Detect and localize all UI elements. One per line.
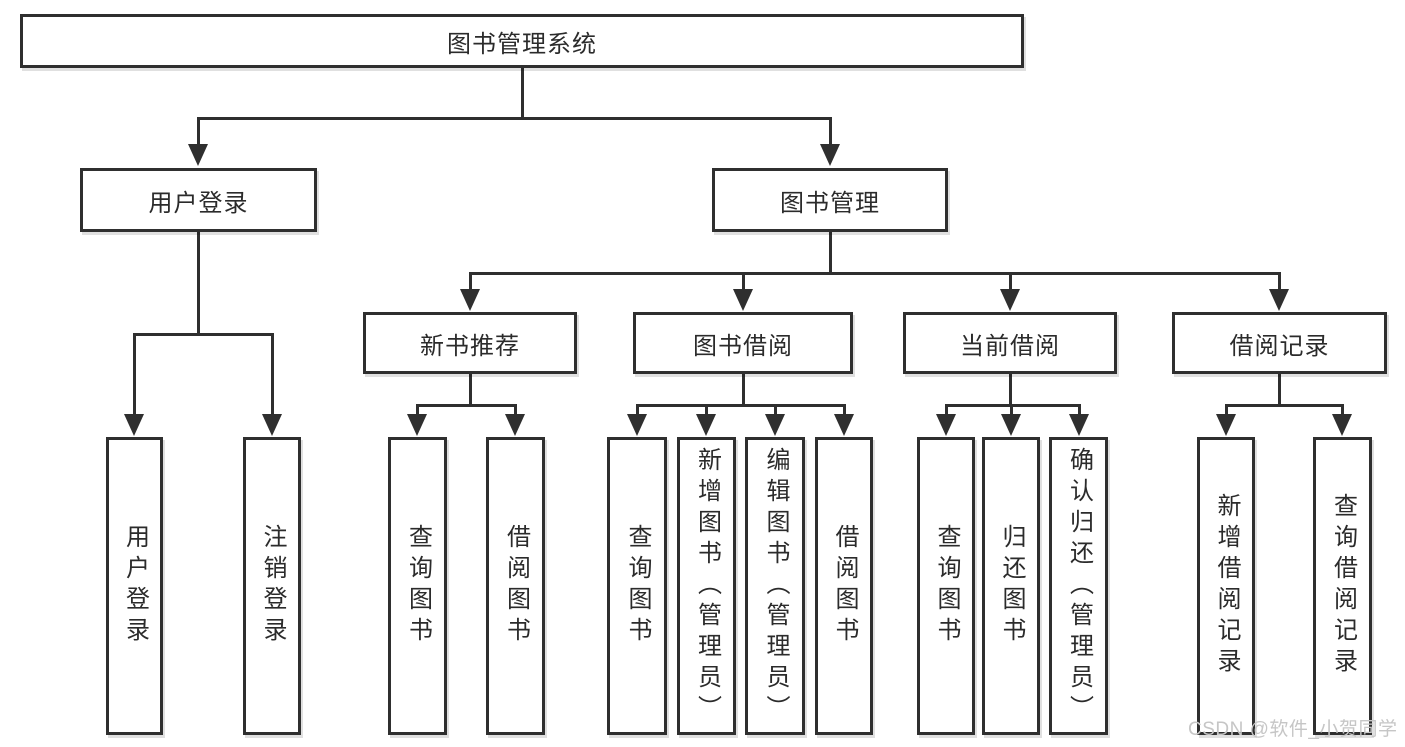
connector-drop-b1	[416, 404, 419, 420]
arrowhead-d3	[1069, 414, 1089, 436]
connector-drop-b2	[514, 404, 517, 420]
leaf-br-add-record-label: 新增借阅记录	[1213, 493, 1240, 679]
connector-drop-new-book	[469, 272, 472, 295]
node-new-book-rec-label: 新书推荐	[420, 332, 520, 360]
connector-drop-leaf-logout	[271, 333, 274, 420]
connector-drop-d1	[945, 404, 948, 420]
arrowhead-c4	[834, 414, 854, 436]
node-book-mgmt-label: 图书管理	[780, 189, 880, 217]
watermark-text: CSDN @软件_小贺同学	[1188, 719, 1398, 740]
connector-drop-user-login	[197, 117, 200, 150]
arrowhead-c1	[627, 414, 647, 436]
leaf-logout: 注销登录	[243, 437, 301, 735]
leaf-bb-borrow-books-label: 借阅图书	[831, 524, 858, 648]
connector-drop-d3	[1078, 404, 1081, 420]
leaf-rec-search-books: 查询图书	[388, 437, 447, 735]
leaf-br-search-record: 查询借阅记录	[1313, 437, 1372, 735]
leaf-cb-search-books-label: 查询图书	[933, 524, 960, 648]
leaf-bb-search-books: 查询图书	[607, 437, 667, 735]
node-new-book-rec: 新书推荐	[363, 312, 577, 374]
leaf-br-add-record: 新增借阅记录	[1197, 437, 1255, 735]
arrowhead-c2	[696, 414, 716, 436]
leaf-bb-add-books-admin-label: 新增图书（管理员）	[693, 446, 721, 726]
connector-borrow-records-rail	[1225, 404, 1344, 407]
connector-level2-rail	[197, 117, 831, 120]
connector-drop-book-mgmt	[829, 117, 832, 150]
arrowhead-e2	[1332, 414, 1352, 436]
connector-drop-c3	[774, 404, 777, 420]
connector-new-book-rail	[416, 404, 517, 407]
arrowhead-c3	[765, 414, 785, 436]
connector-user-login-rail	[133, 333, 273, 336]
connector-new-book-stub	[469, 374, 472, 407]
leaf-user-login: 用户登录	[106, 437, 163, 735]
leaf-cb-return-books: 归还图书	[982, 437, 1040, 735]
node-book-mgmt: 图书管理	[712, 168, 948, 232]
leaf-rec-borrow-books-label: 借阅图书	[502, 524, 530, 648]
arrowhead-b2	[505, 414, 525, 436]
node-book-borrow-label: 图书借阅	[693, 332, 793, 360]
connector-root-stub	[521, 68, 524, 118]
connector-drop-e2	[1341, 404, 1344, 420]
connector-borrow-records-stub	[1278, 374, 1281, 407]
connector-drop-c4	[843, 404, 846, 420]
connector-book-borrow-rail	[636, 404, 846, 407]
connector-book-borrow-stub	[742, 374, 745, 407]
leaf-rec-borrow-books: 借阅图书	[486, 437, 545, 735]
node-root-label: 图书管理系统	[447, 30, 597, 58]
node-borrow-records-label: 借阅记录	[1229, 332, 1330, 360]
leaf-bb-borrow-books: 借阅图书	[815, 437, 873, 735]
leaf-cb-confirm-return-admin: 确认归还（管理员）	[1049, 437, 1108, 735]
connector-drop-c1	[636, 404, 639, 420]
leaf-cb-confirm-return-admin-label: 确认归还（管理员）	[1065, 446, 1093, 726]
leaf-logout-label: 注销登录	[259, 524, 286, 648]
leaf-cb-return-books-label: 归还图书	[998, 524, 1025, 648]
node-borrow-records: 借阅记录	[1172, 312, 1387, 374]
node-current-borrow-label: 当前借阅	[960, 332, 1060, 360]
connector-book-mgmt-stub	[829, 232, 832, 274]
connector-level3-rail	[469, 272, 1281, 275]
arrowhead-e1	[1216, 414, 1236, 436]
connector-drop-current-borrow	[1009, 272, 1012, 295]
node-root: 图书管理系统	[20, 14, 1024, 68]
arrowhead-d1	[936, 414, 956, 436]
leaf-bb-add-books-admin: 新增图书（管理员）	[677, 437, 736, 735]
leaf-cb-search-books: 查询图书	[917, 437, 975, 735]
connector-user-login-stub	[197, 232, 200, 336]
arrowhead-book-borrow	[733, 289, 753, 311]
leaf-rec-search-books-label: 查询图书	[404, 524, 432, 648]
node-current-borrow: 当前借阅	[903, 312, 1117, 374]
leaf-bb-edit-books-admin: 编辑图书（管理员）	[745, 437, 805, 735]
arrowhead-leaf-login	[124, 414, 144, 436]
leaf-bb-edit-books-admin-label: 编辑图书（管理员）	[762, 446, 789, 726]
connector-drop-book-borrow	[742, 272, 745, 295]
connector-current-borrow-rail	[945, 404, 1081, 407]
connector-drop-d2	[1010, 404, 1013, 420]
connector-drop-e1	[1225, 404, 1228, 420]
leaf-bb-search-books-label: 查询图书	[624, 524, 651, 648]
leaf-user-login-label: 用户登录	[121, 524, 149, 648]
leaf-br-search-record-label: 查询借阅记录	[1329, 493, 1357, 679]
connector-drop-borrow-records	[1278, 272, 1281, 295]
arrowhead-book-mgmt	[820, 144, 840, 166]
connector-drop-leaf-login	[133, 333, 136, 420]
connector-drop-c2	[705, 404, 708, 420]
arrowhead-b1	[407, 414, 427, 436]
node-user-login-label: 用户登录	[148, 189, 249, 217]
node-user-login: 用户登录	[80, 168, 317, 232]
arrowhead-borrow-records	[1269, 289, 1289, 311]
arrowhead-user-login	[188, 144, 208, 166]
arrowhead-d2	[1001, 414, 1021, 436]
arrowhead-current-borrow	[1000, 289, 1020, 311]
connector-current-borrow-stub	[1009, 374, 1012, 407]
arrowhead-leaf-logout	[262, 414, 282, 436]
node-book-borrow: 图书借阅	[633, 312, 853, 374]
arrowhead-new-book	[460, 289, 480, 311]
